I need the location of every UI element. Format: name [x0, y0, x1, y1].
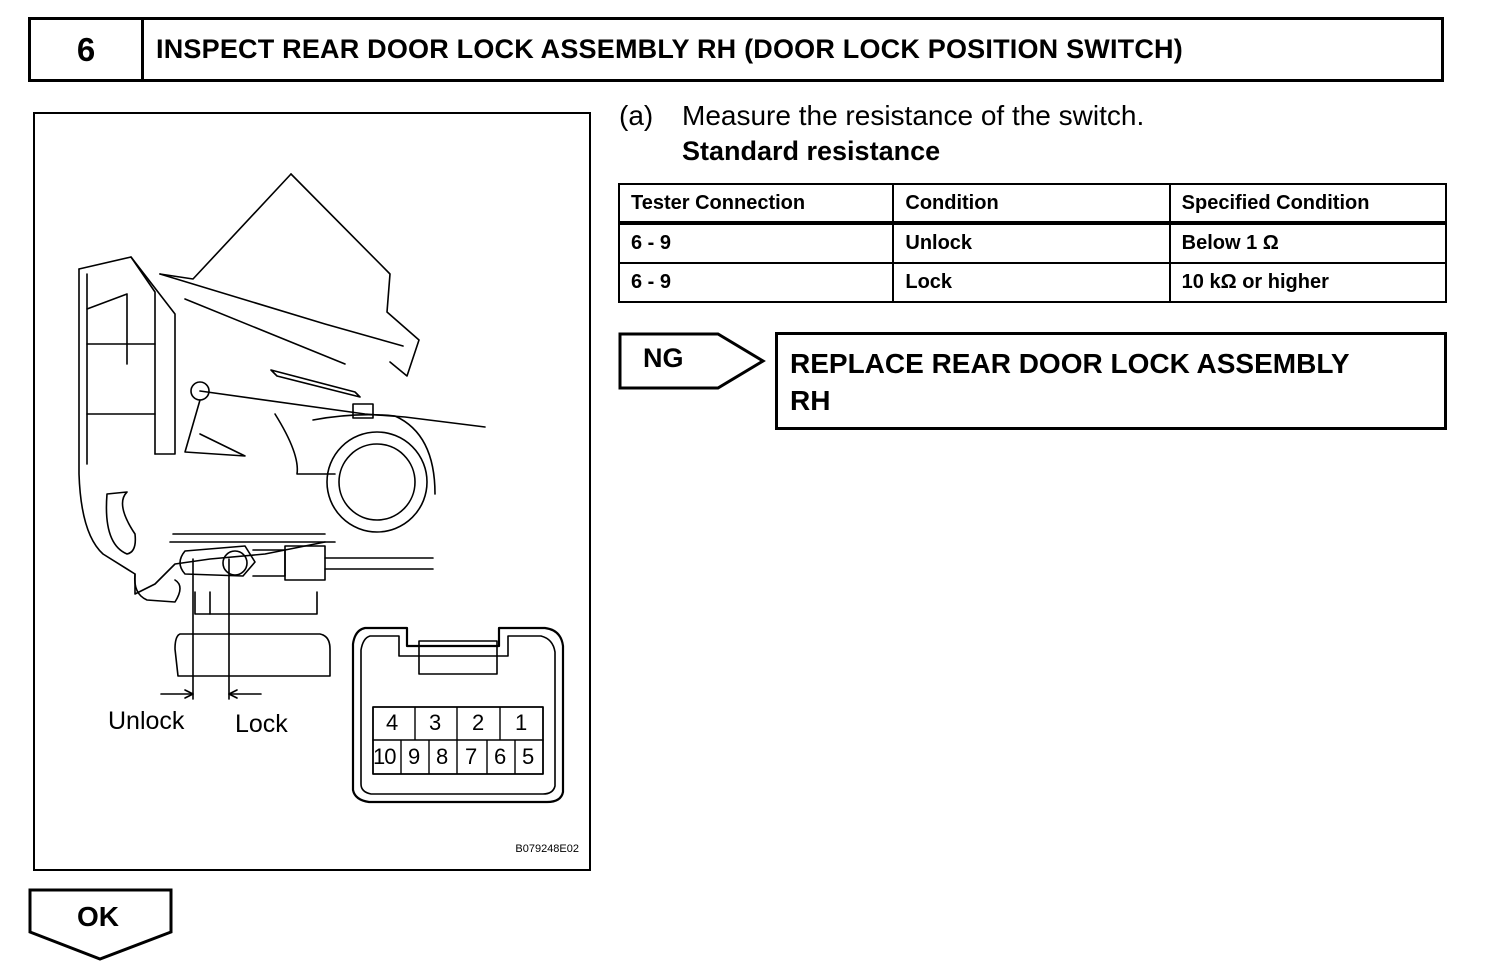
table-row: 6 - 9 Unlock Below 1 Ω: [617, 222, 1448, 264]
table-header-row: Tester Connection Condition Specified Co…: [617, 183, 1448, 225]
pin-9: 9: [408, 744, 421, 769]
ng-action-line1: REPLACE REAR DOOR LOCK ASSEMBLY: [790, 348, 1350, 379]
pin-7: 7: [465, 744, 478, 769]
ng-action-box: REPLACE REAR DOOR LOCK ASSEMBLY RH: [775, 332, 1447, 430]
door-lock-illustration: 4 3 2 1 10 9 8 7 6 5 Unlock Lock B079248…: [33, 112, 591, 871]
ng-label: NG: [643, 343, 684, 373]
unlock-label: Unlock: [108, 707, 185, 735]
table-row: 6 - 9 Lock 10 kΩ or higher: [617, 262, 1448, 303]
table-cell: Lock: [892, 262, 1171, 303]
step-title: INSPECT REAR DOOR LOCK ASSEMBLY RH (DOOR…: [156, 34, 1183, 64]
pin-1: 1: [515, 710, 528, 735]
pin-10: 10: [373, 744, 397, 769]
table-cell: Unlock: [892, 222, 1171, 264]
step-a-text: Measure the resistance of the switch.: [682, 100, 1145, 131]
pin-5: 5: [522, 744, 535, 769]
ok-label: OK: [77, 901, 119, 932]
column-header: Specified Condition: [1168, 183, 1448, 225]
ok-arrow-icon: [28, 888, 173, 961]
step-a-marker: (a): [619, 100, 654, 131]
step-header: 6 INSPECT REAR DOOR LOCK ASSEMBLY RH (DO…: [28, 17, 1444, 82]
door-lock-drawing: [78, 173, 565, 804]
table-cell: 10 kΩ or higher: [1168, 262, 1448, 303]
table-cell: Below 1 Ω: [1168, 222, 1448, 264]
figure-code: B079248E02: [515, 843, 579, 855]
column-header: Tester Connection: [617, 183, 895, 225]
resistance-table: Tester Connection Condition Specified Co…: [617, 183, 1448, 303]
standard-resistance-heading: Standard resistance: [682, 136, 941, 166]
table-cell: 6 - 9: [617, 262, 895, 303]
lock-label: Lock: [235, 710, 288, 738]
step-number: 6: [31, 20, 144, 79]
pin-6: 6: [494, 744, 507, 769]
pin-8: 8: [436, 744, 449, 769]
ng-action-line2: RH: [790, 385, 831, 416]
column-header: Condition: [892, 183, 1171, 225]
pin-2: 2: [472, 710, 485, 735]
pin-3: 3: [429, 710, 442, 735]
ng-arrow-icon: [618, 332, 766, 390]
pin-4: 4: [386, 710, 399, 735]
table-cell: 6 - 9: [617, 222, 895, 264]
